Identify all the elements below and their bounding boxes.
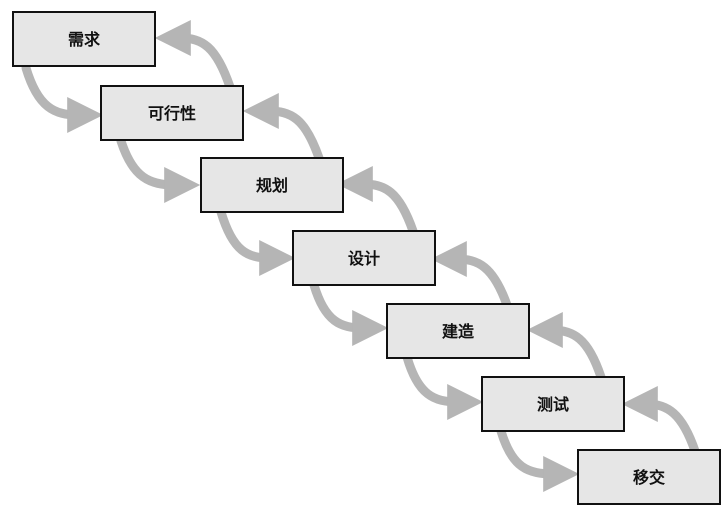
stage-label: 规划 xyxy=(256,176,288,195)
stage-box-requirements: 需求 xyxy=(12,11,156,67)
forward-arrow-2 xyxy=(116,136,201,203)
stage-box-feasibility: 可行性 xyxy=(100,85,244,141)
forward-arrow-1 xyxy=(21,63,104,133)
feedback-arrow-3 xyxy=(336,166,418,236)
stage-label: 测试 xyxy=(537,395,569,414)
stage-label: 移交 xyxy=(633,468,665,487)
stage-label: 需求 xyxy=(68,30,101,49)
feedback-arrow-1 xyxy=(154,20,235,92)
stage-box-testing: 测试 xyxy=(481,376,625,432)
feedback-arrow-2 xyxy=(242,93,324,163)
feedback-arrow-4 xyxy=(430,241,512,310)
feedback-arrow-6 xyxy=(621,386,700,456)
feedback-arrow-5 xyxy=(526,312,606,382)
stage-label: 设计 xyxy=(348,249,380,268)
forward-arrow-3 xyxy=(216,207,296,276)
stage-box-planning: 规划 xyxy=(200,157,344,213)
stage-box-design: 设计 xyxy=(292,230,436,286)
stage-label: 建造 xyxy=(442,322,475,341)
forward-arrow-5 xyxy=(402,352,484,420)
stage-label: 可行性 xyxy=(148,104,196,123)
stage-box-construction: 建造 xyxy=(386,303,530,359)
forward-arrow-6 xyxy=(496,426,580,492)
forward-arrow-4 xyxy=(309,280,389,346)
stage-box-handover: 移交 xyxy=(577,449,721,505)
